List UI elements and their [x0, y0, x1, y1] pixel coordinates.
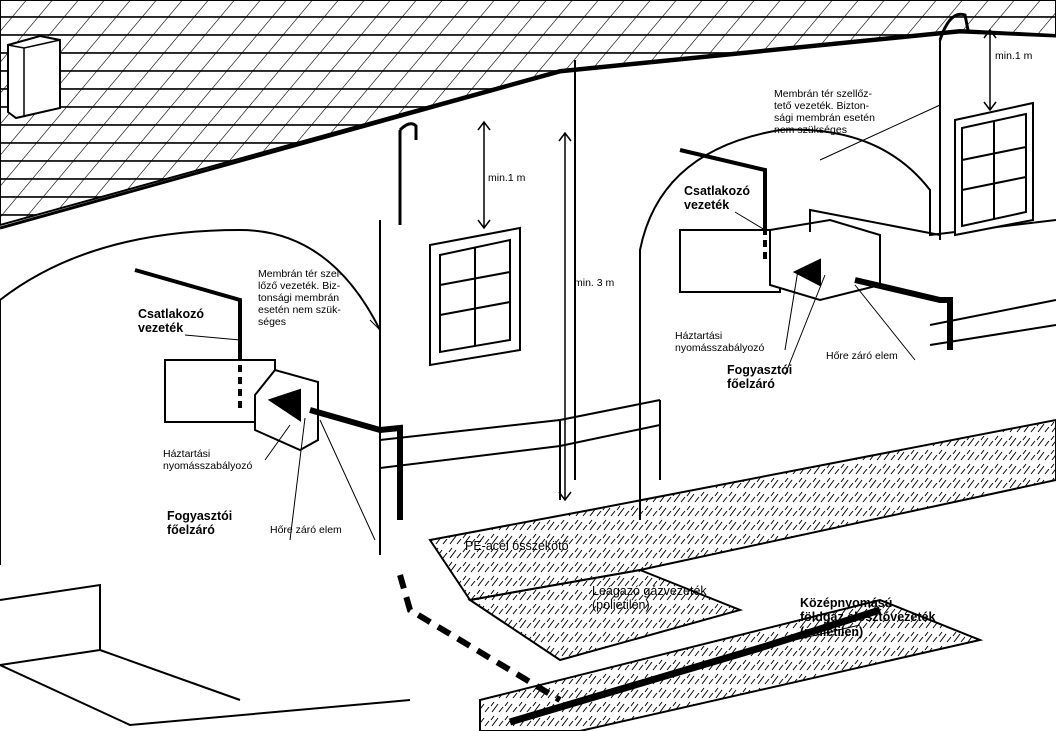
- label-membrane-left: Membrán tér szel-lőző vezeték. Biz-tonsá…: [258, 268, 343, 329]
- dimension-lines: [477, 28, 997, 502]
- label-pe-acel: PE-acél összekötő: [465, 539, 569, 553]
- label-min1-left: min.1 m: [488, 172, 526, 184]
- label-min3: min. 3 m: [574, 277, 615, 289]
- trench: [428, 418, 1056, 731]
- leader-lines: [184, 104, 941, 649]
- label-hore-left: Hőre záró elem: [270, 524, 342, 536]
- roof: [0, 0, 1056, 230]
- window-right: [954, 101, 1034, 237]
- regulator-box-left: [164, 359, 319, 452]
- chimney: [7, 34, 61, 120]
- window-left: [429, 226, 521, 367]
- label-membrane-right: Membrán tér szellőz-tető vezeték. Bizton…: [774, 88, 875, 137]
- regulator-box-right: [679, 218, 881, 302]
- label-leagazo: Leágazó gázvezeték(polietilén): [592, 584, 707, 613]
- label-min1-top: min.1 m: [995, 50, 1033, 62]
- label-hore-right: Hőre záró elem: [826, 350, 898, 362]
